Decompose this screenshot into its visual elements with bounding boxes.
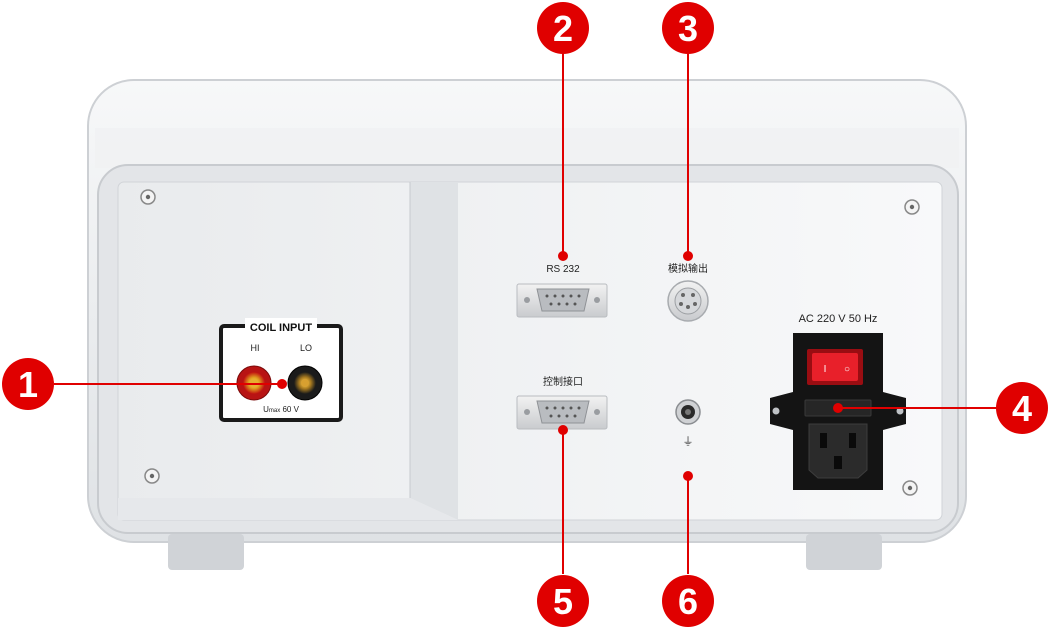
rs232-label: RS 232 [546, 264, 580, 275]
analog-output-port[interactable]: 模拟输出 [667, 262, 709, 322]
foot-left [168, 534, 244, 570]
power-rocker-switch[interactable]: I ○ [807, 349, 863, 385]
screw-bottom-left [144, 468, 160, 484]
analog-output-label: 模拟输出 [668, 262, 708, 275]
coil-input-hi-label: HI [251, 343, 260, 353]
power-label: AC 220 V 50 Hz [799, 313, 878, 325]
switch-on-mark: I [824, 364, 827, 375]
screw-top-left [140, 189, 156, 205]
control-port-label: 控制接口 [543, 375, 583, 388]
callout-5-number: 5 [553, 581, 573, 622]
ground-symbol-icon: ⏚ [683, 435, 694, 448]
callout-1: 1 [2, 358, 54, 410]
umax-rating: Umax 60 V [263, 405, 299, 414]
rear-panel [117, 181, 943, 521]
switch-off-mark: ○ [844, 364, 850, 375]
lo-terminal-black[interactable] [287, 365, 323, 401]
screw-bottom-right [902, 480, 918, 496]
callout-lines [54, 52, 998, 574]
callout-2-number: 2 [553, 8, 573, 49]
foot-right [806, 534, 882, 570]
left-recess [118, 182, 458, 520]
control-port[interactable]: 控制接口 [516, 375, 608, 430]
callout-4: 4 [996, 382, 1048, 434]
ground-terminal[interactable] [675, 399, 701, 425]
coil-input-title: COIL INPUT [250, 322, 312, 334]
coil-input-block: COIL INPUT HI LO Umax 60 V [219, 318, 343, 422]
callout-4-number: 4 [1012, 388, 1032, 429]
callout-6: 6 [662, 575, 714, 627]
callout-1-number: 1 [18, 364, 38, 405]
callout-3: 3 [662, 2, 714, 54]
instrument-top-shading [95, 128, 959, 168]
callout-6-number: 6 [678, 581, 698, 622]
callout-2: 2 [537, 2, 589, 54]
coil-input-lo-label: LO [300, 343, 312, 353]
screw-top-right [904, 199, 920, 215]
callout-3-number: 3 [678, 8, 698, 49]
iec-socket[interactable] [808, 423, 868, 479]
rs232-port[interactable]: RS 232 [516, 264, 608, 318]
callout-5: 5 [537, 575, 589, 627]
